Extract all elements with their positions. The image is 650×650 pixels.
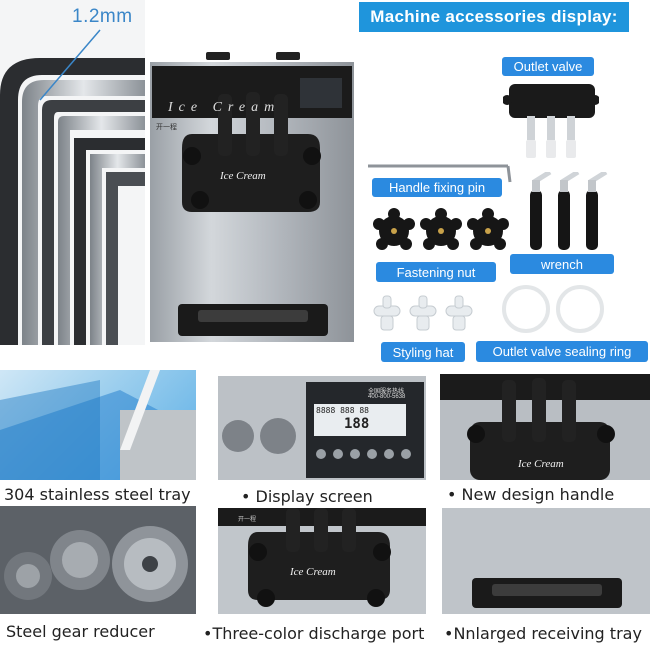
display-readout-main: 188 <box>344 416 370 432</box>
thickness-pointer <box>39 29 101 101</box>
caption-steel-tray: 304 stainless steel tray <box>4 485 191 504</box>
new-handle-photo: Ice Cream <box>440 374 650 480</box>
steel-tray-photo <box>0 370 196 480</box>
outlet-valve-image <box>503 84 599 158</box>
handle-fixing-pin-label: Handle fixing pin <box>372 178 502 197</box>
steel-corner-image <box>0 0 145 345</box>
new-handle-logo: Ice Cream <box>518 458 564 470</box>
thickness-label: 1.2mm <box>72 6 133 27</box>
machine-mode-label: 开一程 <box>156 124 177 131</box>
display-screen-illustration <box>218 376 426 480</box>
styling-hat-label: Styling hat <box>381 342 465 362</box>
discharge-port-logo: Ice Cream <box>290 566 336 578</box>
outlet-valve-label: Outlet valve <box>502 57 594 76</box>
display-screen-photo: 8888 888 88 188 全国服务热线 400-800-5638 <box>218 376 426 480</box>
receiving-tray-illustration <box>442 508 650 614</box>
machine-illustration <box>150 52 354 342</box>
caption-discharge-port: •Three-color discharge port <box>203 624 425 643</box>
gear-reducer-illustration <box>0 506 196 614</box>
steel-corner-illustration <box>0 0 145 345</box>
receiving-tray-photo <box>442 508 650 614</box>
sealing-ring-label: Outlet valve sealing ring <box>476 341 648 362</box>
discharge-port-illustration <box>218 508 426 607</box>
handle-fixing-pin-image <box>368 164 512 183</box>
styling-hat-image <box>373 295 473 331</box>
wrench-image <box>530 172 608 250</box>
caption-display-screen: • Display screen <box>241 487 373 506</box>
caption-new-handle: • New design handle <box>447 485 615 504</box>
display-company-line: 全国服务热线 <box>368 389 405 395</box>
caption-receiving-tray: •Nnlarged receiving tray <box>444 624 642 643</box>
accessories-banner: Machine accessories display: <box>359 2 629 32</box>
ice-cream-machine-image: Ice Cream 开一程 Ice Cream <box>148 52 358 344</box>
fastening-nut-label: Fastening nut <box>376 262 496 282</box>
fastening-nut-image <box>373 208 509 250</box>
machine-handle-logo: Ice Cream <box>220 170 266 182</box>
machine-brand-script: Ice Cream <box>168 100 281 115</box>
gear-reducer-photo <box>0 506 196 614</box>
sealing-ring-image <box>502 285 604 333</box>
caption-gear-reducer: Steel gear reducer <box>6 622 155 641</box>
steel-tray-illustration <box>0 370 196 480</box>
discharge-port-photo: Ice Cream 开一程 <box>218 508 426 614</box>
new-handle-illustration <box>440 374 650 480</box>
wrench-label: wrench <box>510 254 614 274</box>
display-phone: 400-800-5638 <box>368 394 406 400</box>
discharge-port-mode-label: 开一程 <box>238 517 257 523</box>
display-readout-top: 8888 888 88 <box>316 406 369 415</box>
